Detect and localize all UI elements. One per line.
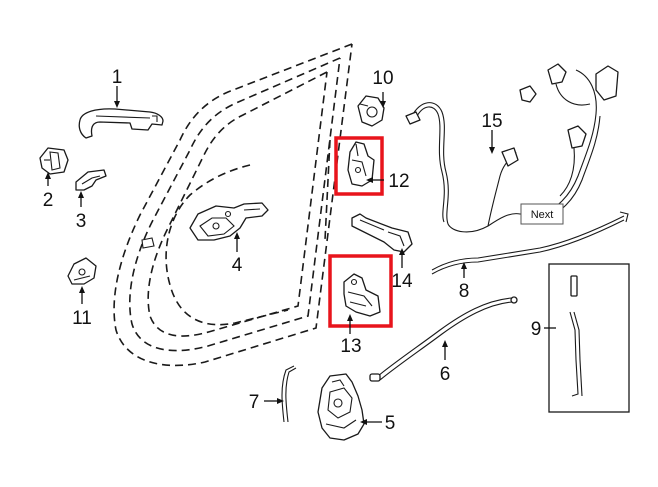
part-9-rod-kit[interactable] [548, 263, 630, 413]
part-5-latch[interactable] [317, 373, 365, 441]
part-2-end-cap[interactable] [39, 147, 69, 175]
part-3-bezel[interactable] [75, 169, 107, 191]
callout-8: 8 [459, 281, 470, 302]
part-15-wiring-harness[interactable] [405, 63, 619, 233]
callout-4: 4 [232, 255, 243, 276]
part-13-lower-hinge[interactable] [343, 273, 381, 317]
leader-lines [45, 86, 556, 425]
highlight-box-13 [328, 254, 393, 328]
callout-9: 9 [531, 319, 542, 340]
part-4-inside-handle[interactable] [189, 202, 269, 241]
part-7-rod[interactable] [281, 365, 297, 423]
part-10-clip[interactable] [357, 95, 385, 127]
callout-11: 11 [72, 308, 92, 329]
callout-6: 6 [440, 364, 451, 385]
callout-7: 7 [249, 392, 260, 413]
callout-10: 10 [372, 68, 393, 89]
highlight-box-12 [334, 136, 384, 196]
part-12-upper-hinge[interactable] [347, 141, 375, 187]
callout-1: 1 [112, 67, 123, 88]
callout-15: 15 [481, 111, 502, 132]
part-8-release-cable[interactable] [431, 211, 629, 275]
callout-12: 12 [388, 171, 409, 192]
callout-2: 2 [43, 190, 54, 211]
part-14-door-check[interactable] [351, 213, 413, 253]
callout-5: 5 [385, 413, 396, 434]
callout-14: 14 [391, 271, 413, 292]
callout-13: 13 [340, 336, 361, 357]
next-label: Next [531, 209, 554, 221]
part-11-reinforcement[interactable] [67, 257, 97, 285]
part-1-outside-handle[interactable] [78, 108, 164, 139]
door-outline [113, 43, 353, 367]
callout-3: 3 [76, 211, 87, 232]
part-6-cable[interactable] [369, 296, 518, 382]
next-tooltip[interactable]: Next [520, 203, 564, 225]
